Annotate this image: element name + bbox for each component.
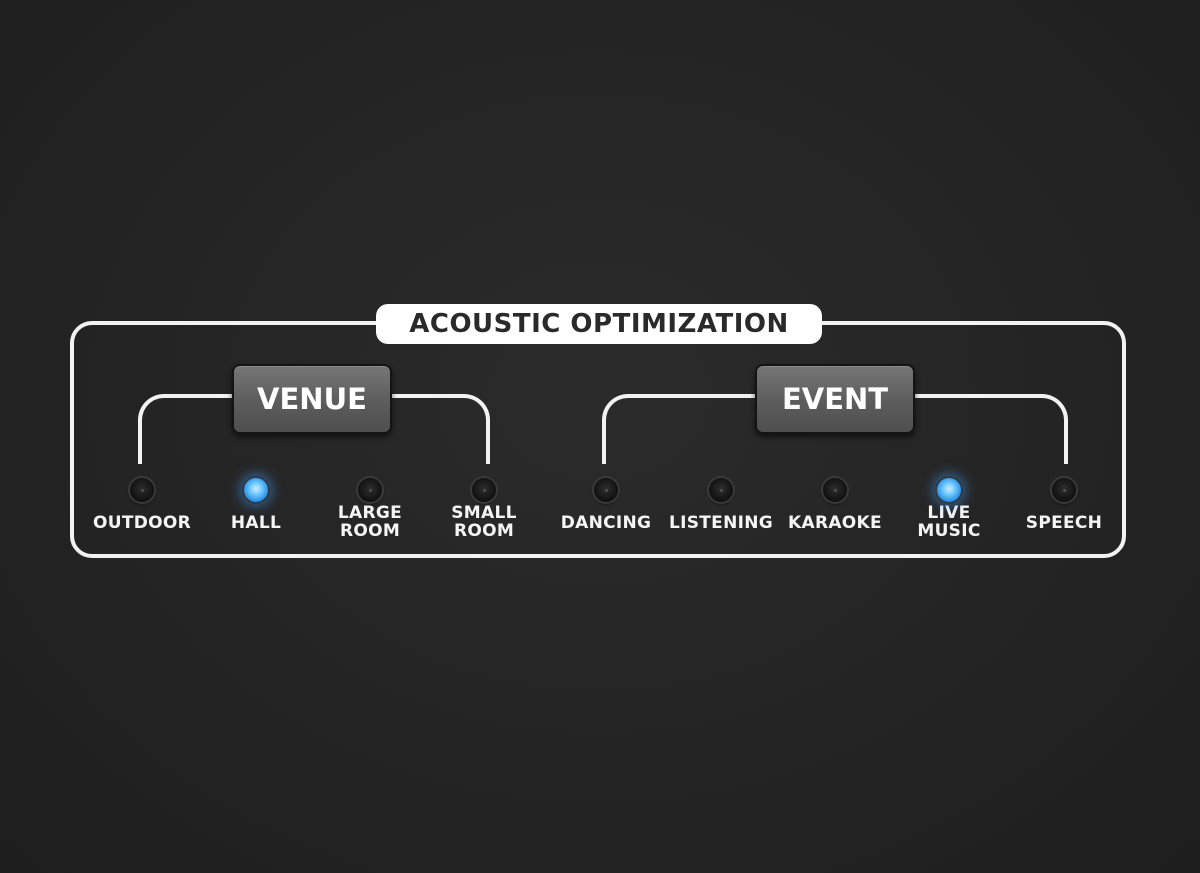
option-label: KARAOKE xyxy=(788,513,882,533)
option-label: LISTENING xyxy=(668,513,774,533)
venue-option-hall[interactable]: HALL xyxy=(191,478,321,532)
option-label: DANCING xyxy=(560,513,652,533)
venue-option-outdoor[interactable]: OUTDOOR xyxy=(77,478,207,532)
event-option-speech[interactable]: SPEECH xyxy=(999,478,1129,532)
event-button[interactable]: EVENT xyxy=(755,364,915,434)
venue-option-large-room[interactable]: LARGE ROOM xyxy=(305,478,435,540)
event-option-live-music[interactable]: LIVE MUSIC xyxy=(884,478,1014,540)
led-indicator xyxy=(130,478,154,502)
event-option-karaoke[interactable]: KARAOKE xyxy=(770,478,900,532)
event-option-dancing[interactable]: DANCING xyxy=(541,478,671,532)
led-indicator xyxy=(709,478,733,502)
led-indicator xyxy=(358,478,382,502)
event-option-listening[interactable]: LISTENING xyxy=(656,478,786,532)
panel-title: ACOUSTIC OPTIMIZATION xyxy=(376,304,822,344)
option-label: OUTDOOR xyxy=(92,513,192,533)
venue-button[interactable]: VENUE xyxy=(232,364,392,434)
led-indicator xyxy=(472,478,496,502)
option-label: LIVE MUSIC xyxy=(917,503,981,541)
led-indicator xyxy=(594,478,618,502)
led-indicator xyxy=(823,478,847,502)
option-label: SPEECH xyxy=(1025,513,1103,533)
option-label: SMALL ROOM xyxy=(451,503,517,541)
option-label: LARGE ROOM xyxy=(337,503,403,541)
led-indicator-active xyxy=(937,478,961,502)
option-label: HALL xyxy=(230,513,282,533)
venue-option-small-room[interactable]: SMALL ROOM xyxy=(419,478,549,540)
led-indicator-active xyxy=(244,478,268,502)
led-indicator xyxy=(1052,478,1076,502)
